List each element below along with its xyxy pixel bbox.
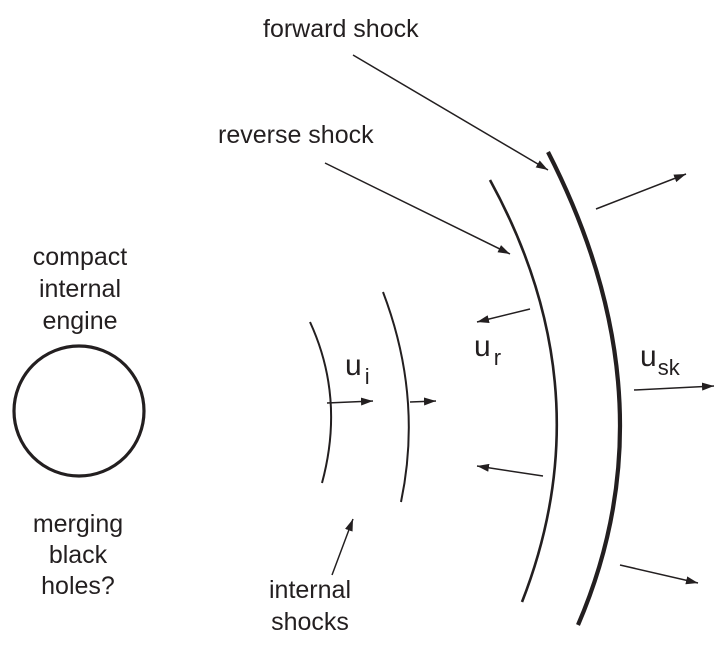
label-internal-shocks-1: internal: [269, 576, 351, 604]
label-engine-2: internal: [39, 275, 121, 303]
arrow-u-i: [326, 397, 374, 406]
label-engine-1: compact: [33, 243, 128, 271]
internal-shell-1: [309, 321, 333, 484]
arrow-forward-upper: [595, 173, 687, 210]
label-merging-1: merging: [33, 510, 123, 538]
label-internal-shocks-2: shocks: [271, 608, 349, 636]
forward-shock-pointer: [352, 54, 549, 171]
label-reverse-shock: reverse shock: [218, 121, 374, 149]
label-merging-2: black: [49, 541, 108, 569]
arrow-u-r-lower: [476, 463, 544, 477]
label-engine-3: engine: [42, 307, 117, 335]
internal-shocks-pointer: [331, 518, 354, 576]
reverse-shock-pointer: [324, 162, 511, 255]
arrow-internal-2: [409, 397, 437, 406]
arrow-u-r-upper: [476, 308, 531, 324]
label-forward-shock: forward shock: [263, 15, 419, 43]
arrow-forward-lower: [619, 564, 699, 585]
arrow-u-sk: [633, 382, 715, 391]
forward-shock-arc: [546, 151, 623, 626]
internal-shell-2: [382, 291, 410, 503]
reverse-shock-arc: [488, 179, 559, 603]
symbol-u-sk: usk: [640, 340, 681, 380]
engine-circle: [12, 344, 146, 478]
label-merging-3: holes?: [41, 572, 115, 600]
